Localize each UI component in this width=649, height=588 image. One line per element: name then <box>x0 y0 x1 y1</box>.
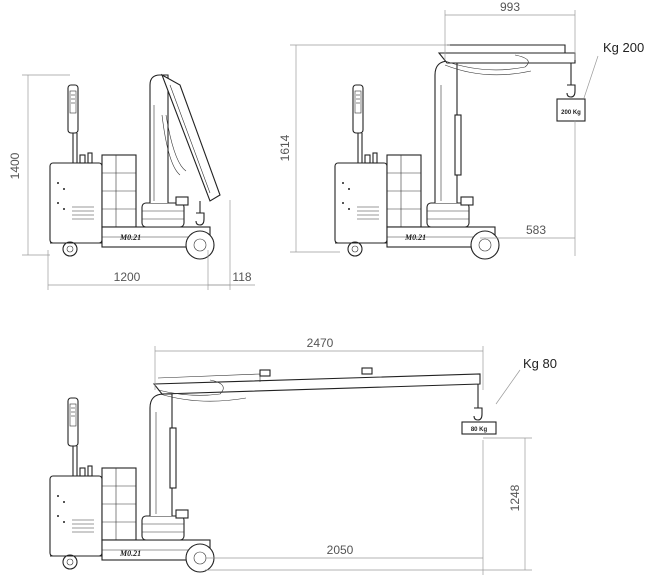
mast <box>149 74 169 203</box>
jib-boom <box>437 52 576 64</box>
hook-icon <box>473 407 483 421</box>
hook-icon <box>566 84 576 98</box>
load-weight <box>556 98 586 122</box>
view-folded <box>49 73 221 260</box>
dimension-lines-short <box>290 10 576 256</box>
dim-reach-short: 993 <box>500 0 520 14</box>
brand-mark: M0.21 <box>119 549 141 558</box>
dim-reach-extended: 2470 <box>307 336 334 350</box>
dimension-lines-extended <box>154 346 532 575</box>
hook-icon <box>195 212 205 226</box>
dim-height-short: 1614 <box>278 134 292 161</box>
view-short-boom <box>334 44 586 260</box>
dim-height-folded: 1400 <box>8 152 22 179</box>
weight-tag: 200 Kg <box>561 110 581 116</box>
dim-length-folded: 1200 <box>114 270 141 284</box>
dim-base-short: 583 <box>526 223 546 237</box>
load-label-200: Kg 200 <box>603 40 644 55</box>
jib-folded <box>160 73 221 202</box>
dim-overhang-folded: 118 <box>232 270 251 284</box>
mast <box>434 60 458 203</box>
crane-base-extended <box>49 397 215 573</box>
dim-base-extended: 2050 <box>327 543 354 557</box>
weight-tag: 80 Kg <box>471 427 488 433</box>
brand-mark: M0.21 <box>404 233 426 242</box>
load-weight <box>461 421 497 435</box>
mast <box>149 393 173 516</box>
jib-boom <box>152 373 481 395</box>
load-label-80: Kg 80 <box>523 356 557 371</box>
dimension-lines-folded <box>22 74 255 290</box>
brand-mark: M0.21 <box>119 233 141 242</box>
dim-height-extended: 1248 <box>508 484 522 511</box>
view-extended-boom <box>49 367 497 573</box>
